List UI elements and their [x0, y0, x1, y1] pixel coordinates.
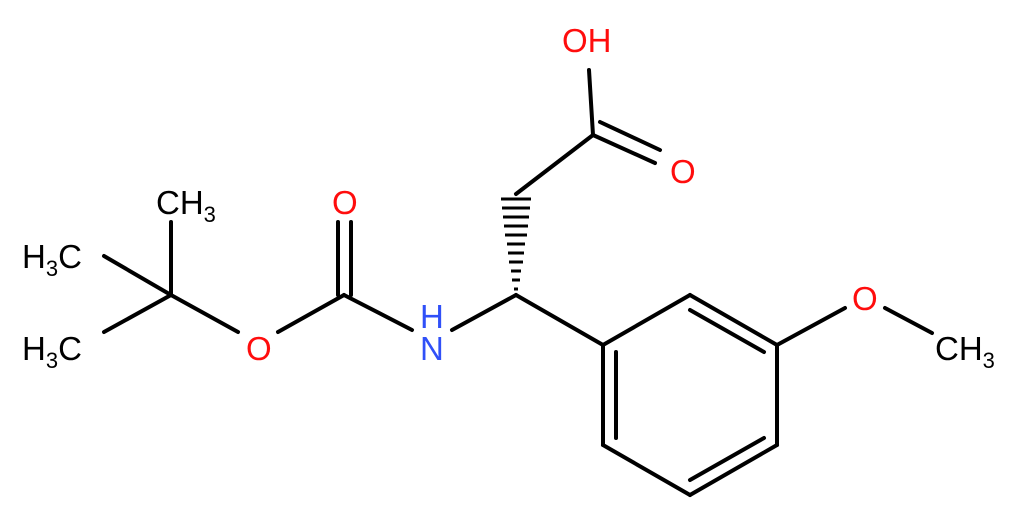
bond-nh-carbamate: [342, 293, 414, 332]
stereo-hash-wedge: [501, 197, 531, 291]
methoxy-oxygen-label: O: [852, 280, 878, 317]
bond-methoxy-o-ch3: [883, 306, 934, 335]
ring-bond-4-inner: [688, 436, 766, 482]
ring-bond-2-inner: [688, 308, 766, 354]
bond-carboxyl-ch2: [514, 133, 595, 196]
ring-bond-2: [688, 293, 779, 347]
bond-ester-tbutyl: [169, 293, 240, 334]
ring-bond-5: [601, 443, 692, 497]
bond-chiral-nh: [450, 293, 518, 332]
methyl-left-upper-label: H3C: [22, 238, 82, 281]
bond-group: [102, 68, 934, 497]
amine-n-label: N: [420, 330, 444, 367]
bond-oh-carboxyl: [587, 68, 595, 137]
amine-h-label: H: [420, 298, 444, 335]
acid-carbonyl-oxygen-label: O: [670, 153, 696, 190]
ester-oxygen-label: O: [246, 330, 272, 367]
methyl-top-label: CH3: [156, 184, 216, 227]
hydroxyl-label: OH: [562, 22, 612, 59]
bond-chiral-ring: [514, 293, 605, 347]
bond-carboxyl-carbonyl-2: [598, 120, 662, 152]
bond-tbutyl-methyl-left-lower: [102, 293, 173, 334]
bond-carbamate-ester: [276, 293, 346, 334]
bond-ring-methoxy-o: [775, 306, 847, 347]
bond-tbutyl-methyl-left-upper: [102, 254, 173, 297]
ring-bond-4: [688, 443, 779, 497]
methyl-left-lower-label: H3C: [22, 330, 82, 373]
ring-bond-1: [601, 293, 692, 347]
methoxy-methyl-label: CH3: [935, 330, 995, 373]
bond-carboxyl-carbonyl-1: [591, 133, 657, 165]
carbamate-carbonyl-oxygen-label: O: [332, 184, 358, 221]
